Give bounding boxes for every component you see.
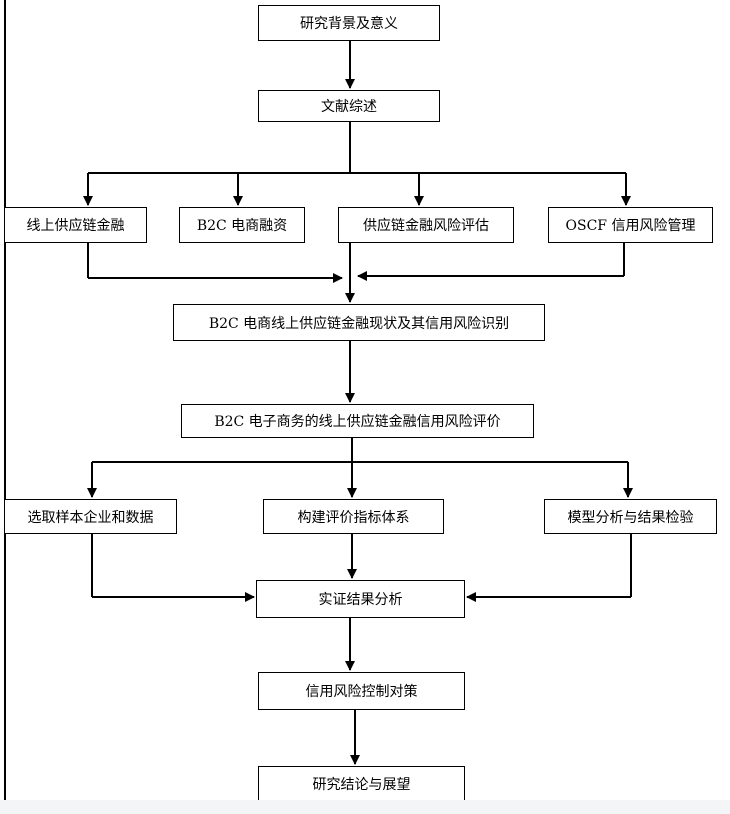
node-control-measures: 信用风险控制对策 xyxy=(258,672,465,710)
node-research-background: 研究背景及意义 xyxy=(258,5,440,41)
node-b2c-credit-risk-eval: B2C 电子商务的线上供应链金融信用风险评价 xyxy=(181,404,534,438)
node-oscf-credit-risk: OSCF 信用风险管理 xyxy=(548,207,713,243)
node-empirical-results: 实证结果分析 xyxy=(256,580,465,618)
node-b2c-financing: B2C 电商融资 xyxy=(179,207,305,243)
node-literature-review: 文献综述 xyxy=(258,90,440,122)
node-scf-risk-eval: 供应链金融风险评估 xyxy=(338,207,514,243)
bottom-band xyxy=(0,800,730,814)
node-online-scf: 线上供应链金融 xyxy=(4,207,147,243)
node-conclusion-outlook: 研究结论与展望 xyxy=(258,766,465,802)
node-b2c-status-identification: B2C 电商线上供应链金融现状及其信用风险识别 xyxy=(173,304,545,341)
node-model-analysis: 模型分析与结果检验 xyxy=(544,499,717,534)
node-index-system: 构建评价指标体系 xyxy=(263,499,444,534)
left-border-line xyxy=(4,0,6,800)
node-sample-selection: 选取样本企业和数据 xyxy=(4,499,177,534)
